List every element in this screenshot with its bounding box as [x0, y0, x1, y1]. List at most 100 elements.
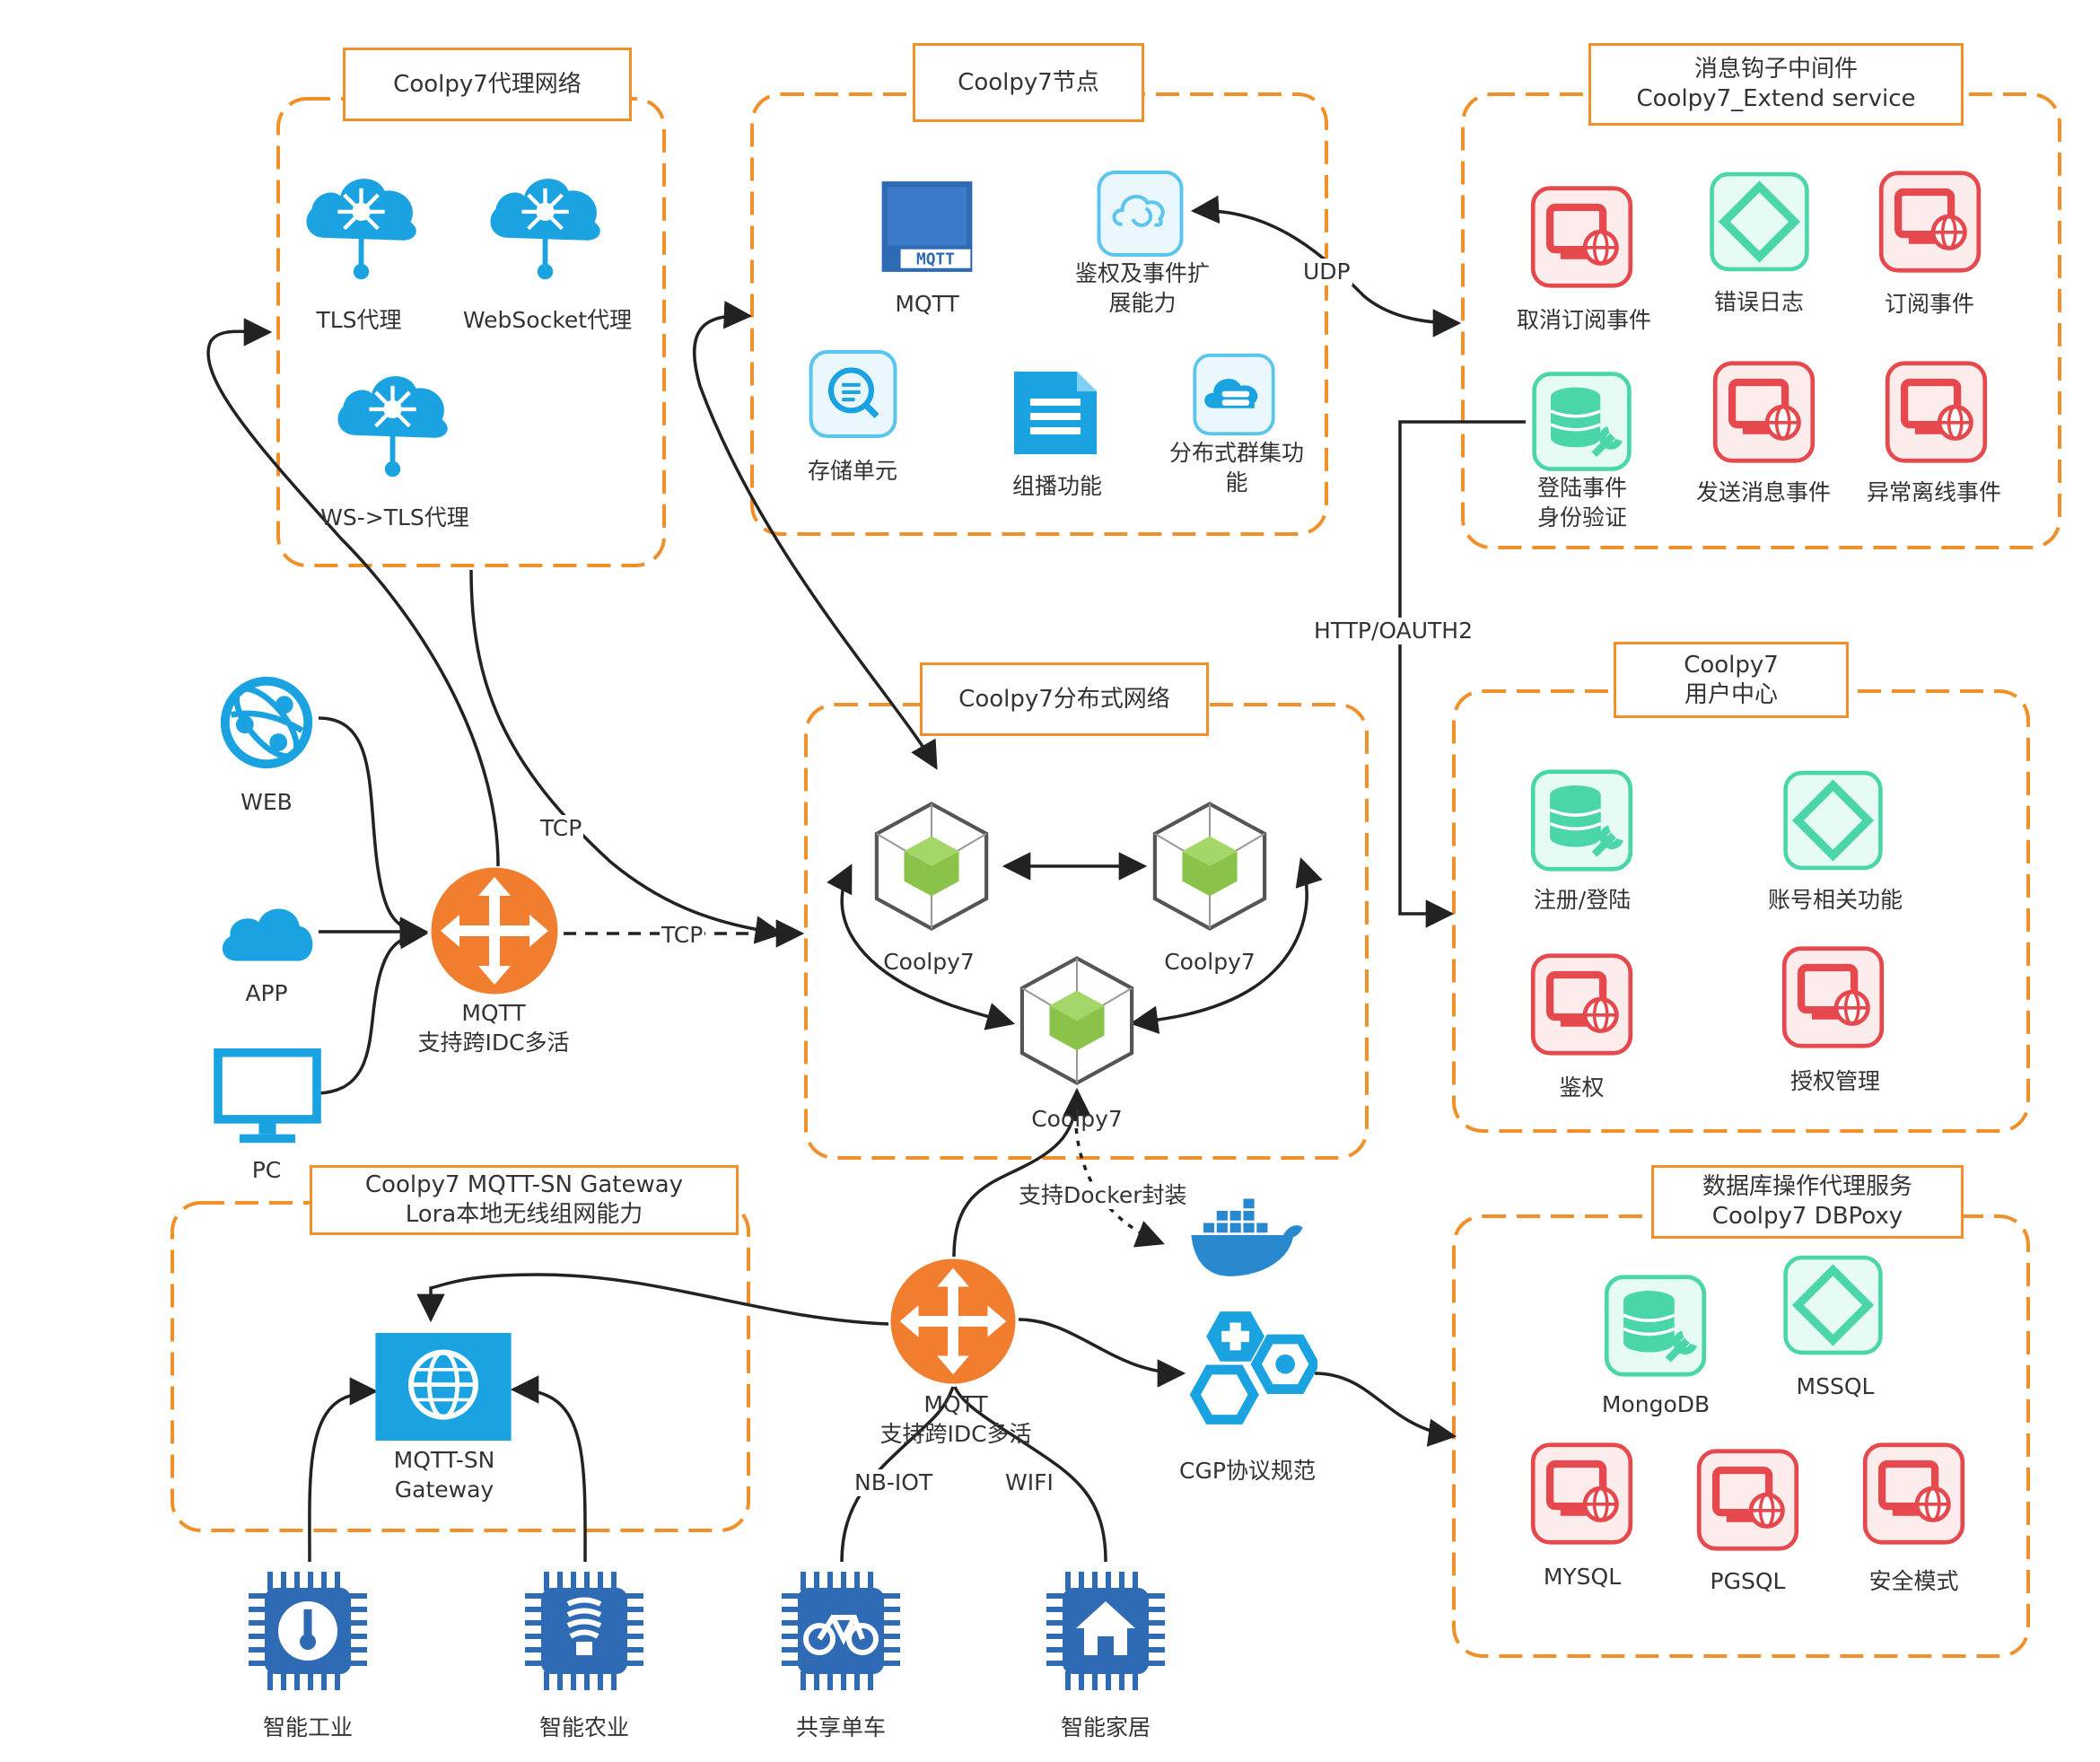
- label-storage: 存储单元: [807, 458, 897, 484]
- label-subscribe-event: 订阅事件: [1884, 291, 1974, 317]
- link-agri-gateway: [510, 1375, 587, 1563]
- link-node-cluster: [692, 301, 938, 770]
- label-pgsql: PGSQL: [1710, 1568, 1786, 1594]
- label-app: APP: [245, 980, 288, 1006]
- edge-label-nbiot: NB-IOT: [853, 1469, 935, 1496]
- diamond-db-icon: [1781, 1252, 1885, 1358]
- house-chip-icon: [1038, 1564, 1173, 1698]
- monitor-globe-icon: [1874, 169, 1986, 275]
- link-router2-cgp: [1018, 1318, 1186, 1388]
- group-title-node: Coolpy7节点: [913, 43, 1144, 122]
- label-safe-mode: 安全模式: [1868, 1568, 1959, 1594]
- label-mongodb: MongoDB: [1601, 1391, 1711, 1417]
- link-bike-router2: [840, 1386, 955, 1563]
- link-pc-router: [318, 920, 429, 1095]
- label-mssql: MSSQL: [1796, 1373, 1875, 1399]
- mqtt-logo-icon: MQTT: [878, 180, 976, 274]
- diamond-log-icon: [1708, 169, 1811, 275]
- group-title-proxy: Coolpy7代理网络: [343, 48, 632, 121]
- cloud-network-icon: [323, 355, 462, 485]
- label-distributed: 分布式群集功能: [1168, 440, 1304, 495]
- monitor-globe-icon: [1526, 951, 1638, 1057]
- database-wrench-icon: [1599, 1273, 1711, 1379]
- cloud-network-icon: [292, 157, 431, 287]
- label-shared-bike: 共享单车: [795, 1714, 886, 1740]
- link-cgp-db: [1314, 1372, 1457, 1447]
- label-account-functions: 账号相关功能: [1767, 887, 1903, 913]
- monitor-globe-icon: [1526, 184, 1638, 290]
- router-icon: [887, 1255, 1019, 1388]
- label-web: WEB: [241, 789, 293, 815]
- cube-node-icon: [869, 799, 994, 934]
- label-register-login: 注册/登陆: [1533, 887, 1632, 913]
- label-cluster-node-left: Coolpy7: [883, 949, 975, 975]
- database-wrench-icon: [1526, 370, 1638, 473]
- diamond-account-icon: [1781, 767, 1885, 873]
- link-proxy-to-cluster: [469, 569, 784, 944]
- edge-label-udp: UDP: [1301, 259, 1352, 285]
- router-icon: [427, 863, 562, 998]
- svg-text:MQTT: MQTT: [916, 250, 955, 269]
- label-mysql: MYSQL: [1543, 1564, 1622, 1590]
- cloud-server-icon: [1189, 352, 1279, 437]
- group-frame-hook: [1461, 92, 2061, 549]
- link-router2-cluster: [952, 1087, 1091, 1258]
- label-mqtt: MQTT: [895, 291, 959, 317]
- label-smart-industry: 智能工业: [262, 1714, 353, 1740]
- link-home-router2: [953, 1386, 1107, 1563]
- label-pc: PC: [251, 1157, 282, 1183]
- link-cube-left-bottom: [827, 863, 1016, 1030]
- cube-node-icon: [1147, 799, 1273, 934]
- group-title-cluster: Coolpy7分布式网络: [920, 662, 1209, 736]
- label-smart-home: 智能家居: [1060, 1714, 1151, 1740]
- gateway-globe-icon: [375, 1333, 512, 1441]
- label-cluster-node-right: Coolpy7: [1164, 949, 1256, 975]
- label-tls-proxy: TLS代理: [316, 307, 402, 333]
- bulb-chip-icon: [517, 1564, 652, 1698]
- label-cluster-node-bottom: Coolpy7: [1031, 1106, 1123, 1132]
- edge-label-tcp-upper: TCP: [538, 815, 584, 842]
- link-web-router: [318, 716, 429, 945]
- monitor-globe-icon: [1692, 1447, 1804, 1553]
- link-http: [1398, 420, 1526, 928]
- group-frame-proxy: [276, 97, 666, 567]
- globe-network-icon: [217, 673, 316, 772]
- link-industry-gateway: [308, 1377, 379, 1563]
- label-multicast: 组播功能: [1011, 473, 1102, 499]
- search-storage-icon: [806, 348, 900, 440]
- link-router-to-proxy: [206, 318, 500, 867]
- edge-label-wifi: WIFI: [1003, 1469, 1055, 1496]
- cube-node-icon: [1014, 953, 1140, 1088]
- cloud-sync-icon: [1093, 169, 1187, 259]
- edge-label-http-oauth2: HTTP/OAUTH2: [1312, 618, 1475, 644]
- monitor-globe-icon: [1858, 1441, 1970, 1547]
- edge-label-docker: 支持Docker封装: [1017, 1182, 1189, 1209]
- label-offline-event: 异常离线事件: [1866, 479, 2001, 505]
- thermometer-chip-icon: [241, 1564, 375, 1698]
- document-icon: [1007, 368, 1104, 458]
- label-auth-extension: 鉴权及事件扩展能力: [1074, 260, 1210, 316]
- monitor-globe-icon: [1708, 359, 1820, 465]
- hexagon-plus-icon: [1178, 1306, 1317, 1436]
- label-websocket-proxy: WebSocket代理: [462, 307, 633, 333]
- cloud-network-icon: [476, 157, 615, 287]
- edge-label-tcp-lower: TCP: [660, 922, 705, 949]
- label-smart-agriculture: 智能农业: [538, 1714, 629, 1740]
- bicycle-chip-icon: [774, 1564, 908, 1698]
- label-authentication: 鉴权: [1559, 1074, 1605, 1100]
- link-docker: [1073, 1090, 1165, 1248]
- monitor-globe-icon: [1526, 1441, 1638, 1547]
- monitor-globe-icon: [1777, 944, 1889, 1050]
- label-authorization: 授权管理: [1789, 1068, 1880, 1094]
- label-error-log: 错误日志: [1713, 289, 1804, 315]
- label-publish-event: 发送消息事件: [1695, 479, 1831, 505]
- database-wrench-icon: [1526, 767, 1638, 873]
